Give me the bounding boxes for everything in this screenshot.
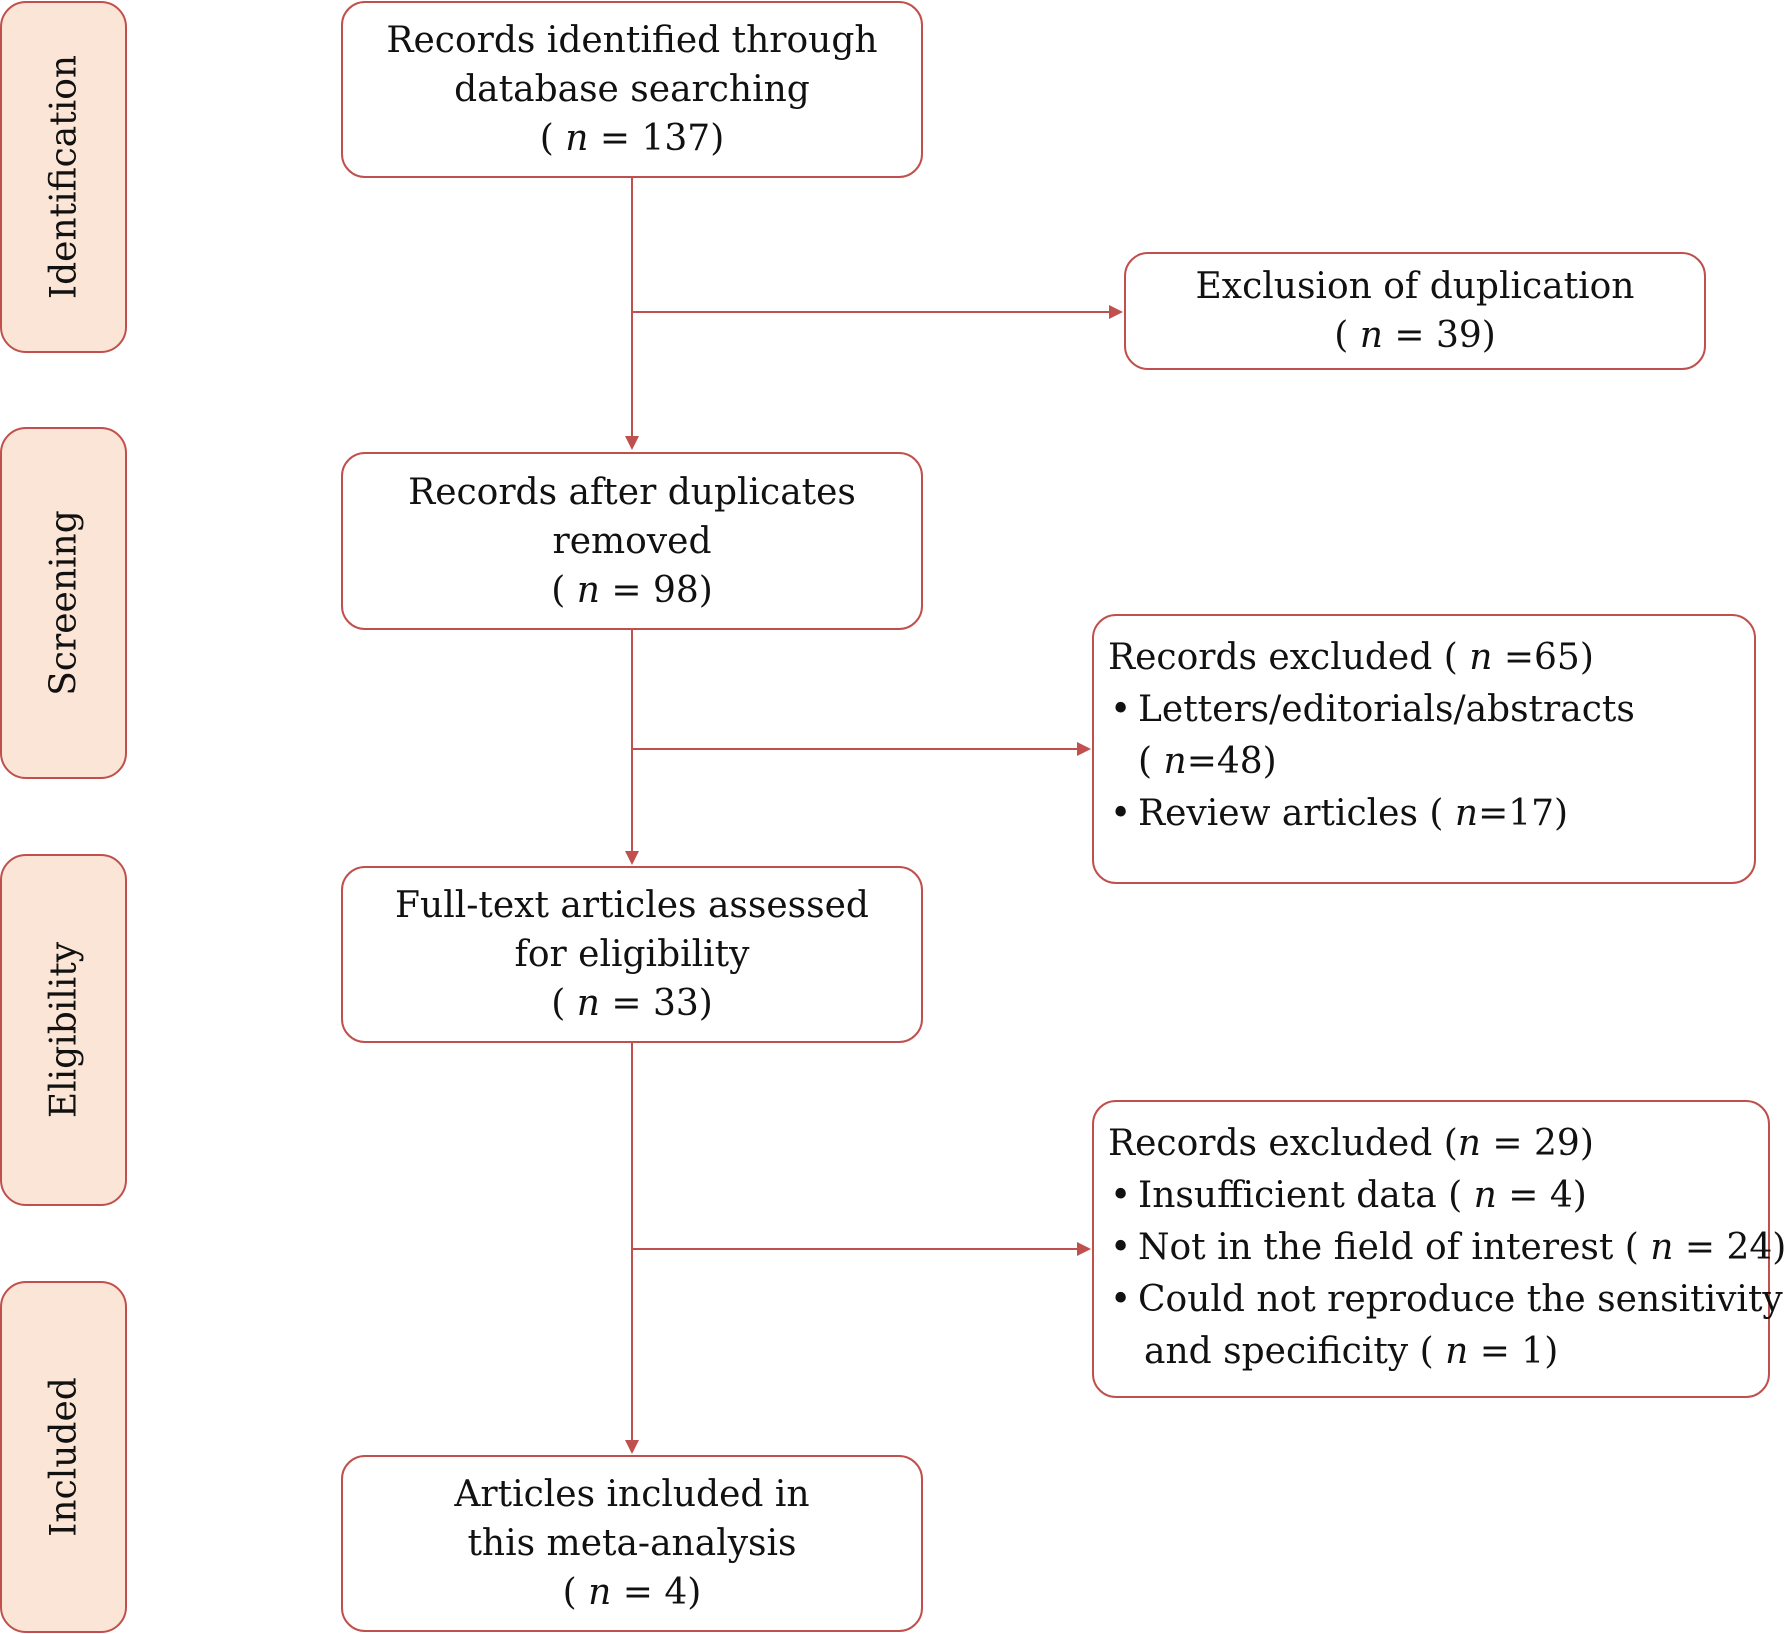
count-full-text-assessed: ( n = 33)	[551, 983, 713, 1024]
box-line: database searching	[454, 69, 810, 110]
box-exclusion-screening: Records excluded ( n =65) Letters/editor…	[1092, 614, 1756, 884]
count-records-after-duplicates: ( n = 98)	[551, 569, 713, 611]
stage-label-included: Included	[43, 1377, 84, 1537]
stage-label-eligibility: Eligibility	[43, 941, 84, 1119]
exclusion-item: Letters/editorials/abstracts	[1108, 684, 1754, 736]
exclusion-item-continuation: ( n=48)	[1138, 741, 1277, 782]
stage-label-identification: Identification	[43, 54, 84, 300]
exclusion-item: Not in the field of interest ( n = 24)	[1108, 1222, 1786, 1274]
box-line: removed	[552, 520, 712, 562]
stage-included: Included	[0, 1281, 127, 1633]
stage-identification: Identification	[0, 1, 127, 353]
box-records-after-duplicates: Records after duplicates removed ( n = 9…	[341, 452, 923, 630]
exclusion-item-continuation: and specificity ( n = 1)	[1144, 1331, 1559, 1372]
box-line: for eligibility	[514, 934, 750, 975]
count-exclusion-duplication: ( n = 39)	[1334, 315, 1496, 356]
exclusion-item: Insufficient data ( n = 4)	[1108, 1170, 1768, 1222]
stage-eligibility: Eligibility	[0, 854, 127, 1206]
exclusion-duplication-title: Exclusion of duplication	[1195, 266, 1635, 307]
box-line: Records identified through	[386, 20, 878, 61]
count-records-identified: ( n = 137)	[539, 118, 725, 159]
exclusion-item: Review articles ( n=17)	[1108, 788, 1754, 840]
box-line: Articles included in	[454, 1474, 810, 1515]
box-full-text-assessed: Full-text articles assessed for eligibil…	[341, 866, 923, 1043]
exclusion-screening-header: Records excluded ( n =65)	[1108, 637, 1594, 678]
box-exclusion-eligibility: Records excluded (n = 29) Insufficient d…	[1092, 1100, 1786, 1398]
stage-label-screening: Screening	[43, 510, 84, 696]
box-records-identified: Records identified through database sear…	[341, 1, 923, 178]
count-articles-included: ( n = 4)	[562, 1572, 702, 1613]
box-articles-included: Articles included in this meta-analysis …	[341, 1455, 923, 1632]
stage-screening: Screening	[0, 427, 127, 779]
box-line: Full-text articles assessed	[395, 885, 869, 926]
exclusion-item: Could not reproduce the sensitivity	[1108, 1274, 1783, 1326]
exclusion-eligibility-header: Records excluded (n = 29)	[1108, 1123, 1594, 1164]
box-line: this meta-analysis	[467, 1523, 797, 1564]
box-line: Records after duplicates	[408, 471, 856, 513]
box-exclusion-duplication: Exclusion of duplication ( n = 39)	[1124, 252, 1706, 370]
